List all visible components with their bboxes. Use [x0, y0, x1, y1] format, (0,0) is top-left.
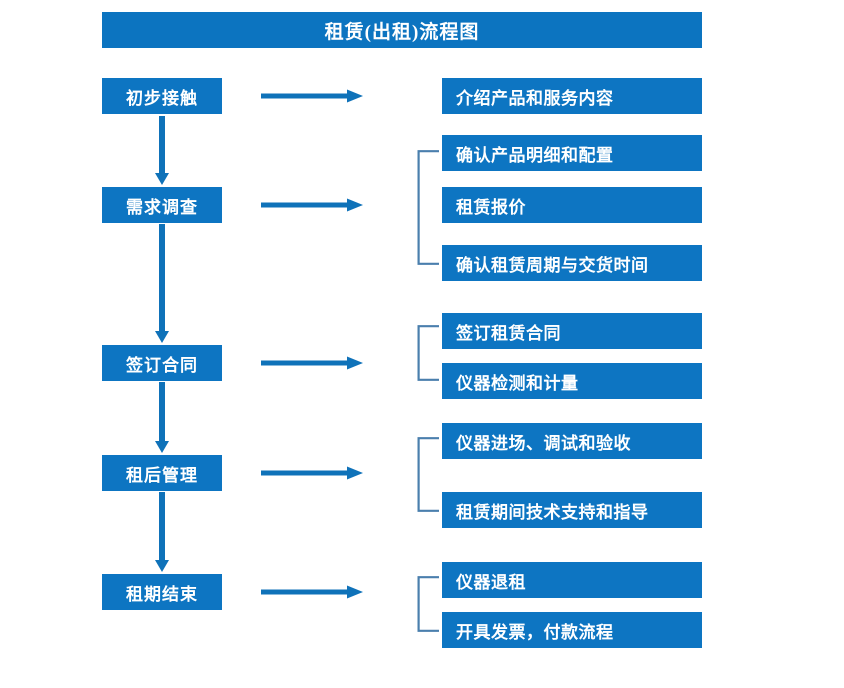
- group-bracket-5: [417, 576, 439, 632]
- stage-box-needs-survey[interactable]: 需求调查: [102, 187, 222, 223]
- vertical-arrow-3: [152, 382, 172, 453]
- detail-box-instrument-inspection[interactable]: 仪器检测和计量: [442, 363, 702, 399]
- detail-box-technical-support[interactable]: 租赁期间技术支持和指导: [442, 492, 702, 528]
- horizontal-arrow-3: [261, 355, 363, 371]
- horizontal-arrow-5: [261, 584, 363, 600]
- horizontal-arrow-1: [261, 88, 363, 104]
- group-bracket-2: [417, 150, 439, 265]
- stage-label: 租后管理: [126, 465, 198, 485]
- vertical-arrow-4: [152, 492, 172, 572]
- horizontal-arrow-4: [261, 465, 363, 481]
- stage-label: 租期结束: [126, 584, 198, 604]
- vertical-arrow-1: [152, 116, 172, 185]
- detail-label: 确认租赁周期与交货时间: [456, 255, 649, 275]
- detail-label: 租赁期间技术支持和指导: [456, 502, 649, 522]
- flowchart-title: 租赁(出租)流程图: [102, 12, 702, 48]
- stage-box-rental-end[interactable]: 租期结束: [102, 574, 222, 610]
- detail-label: 租赁报价: [456, 197, 526, 217]
- detail-box-sign-rental-contract[interactable]: 签订租赁合同: [442, 313, 702, 349]
- group-bracket-4: [417, 437, 439, 512]
- detail-label: 仪器退租: [456, 572, 526, 592]
- group-bracket-3: [417, 325, 439, 381]
- stage-label: 需求调查: [126, 197, 198, 217]
- stage-box-post-rental-management[interactable]: 租后管理: [102, 455, 222, 491]
- detail-box-instrument-onsite-commissioning[interactable]: 仪器进场、调试和验收: [442, 423, 702, 459]
- stage-box-initial-contact[interactable]: 初步接触: [102, 78, 222, 114]
- detail-box-confirm-product-spec[interactable]: 确认产品明细和配置: [442, 135, 702, 171]
- detail-label: 介绍产品和服务内容: [456, 88, 614, 108]
- vertical-arrow-2: [152, 224, 172, 343]
- stage-label: 签订合同: [126, 355, 198, 375]
- detail-box-instrument-return[interactable]: 仪器退租: [442, 562, 702, 598]
- detail-label: 仪器进场、调试和验收: [456, 433, 631, 453]
- horizontal-arrow-2: [261, 197, 363, 213]
- detail-box-introduce-products[interactable]: 介绍产品和服务内容: [442, 78, 702, 114]
- stage-box-sign-contract[interactable]: 签订合同: [102, 345, 222, 381]
- detail-box-rental-quotation[interactable]: 租赁报价: [442, 187, 702, 223]
- detail-label: 签订租赁合同: [456, 323, 561, 343]
- detail-label: 开具发票，付款流程: [456, 622, 614, 642]
- detail-label: 确认产品明细和配置: [456, 145, 614, 165]
- detail-label: 仪器检测和计量: [456, 373, 579, 393]
- detail-box-confirm-period-delivery[interactable]: 确认租赁周期与交货时间: [442, 245, 702, 281]
- stage-label: 初步接触: [126, 88, 198, 108]
- detail-box-invoice-payment[interactable]: 开具发票，付款流程: [442, 612, 702, 648]
